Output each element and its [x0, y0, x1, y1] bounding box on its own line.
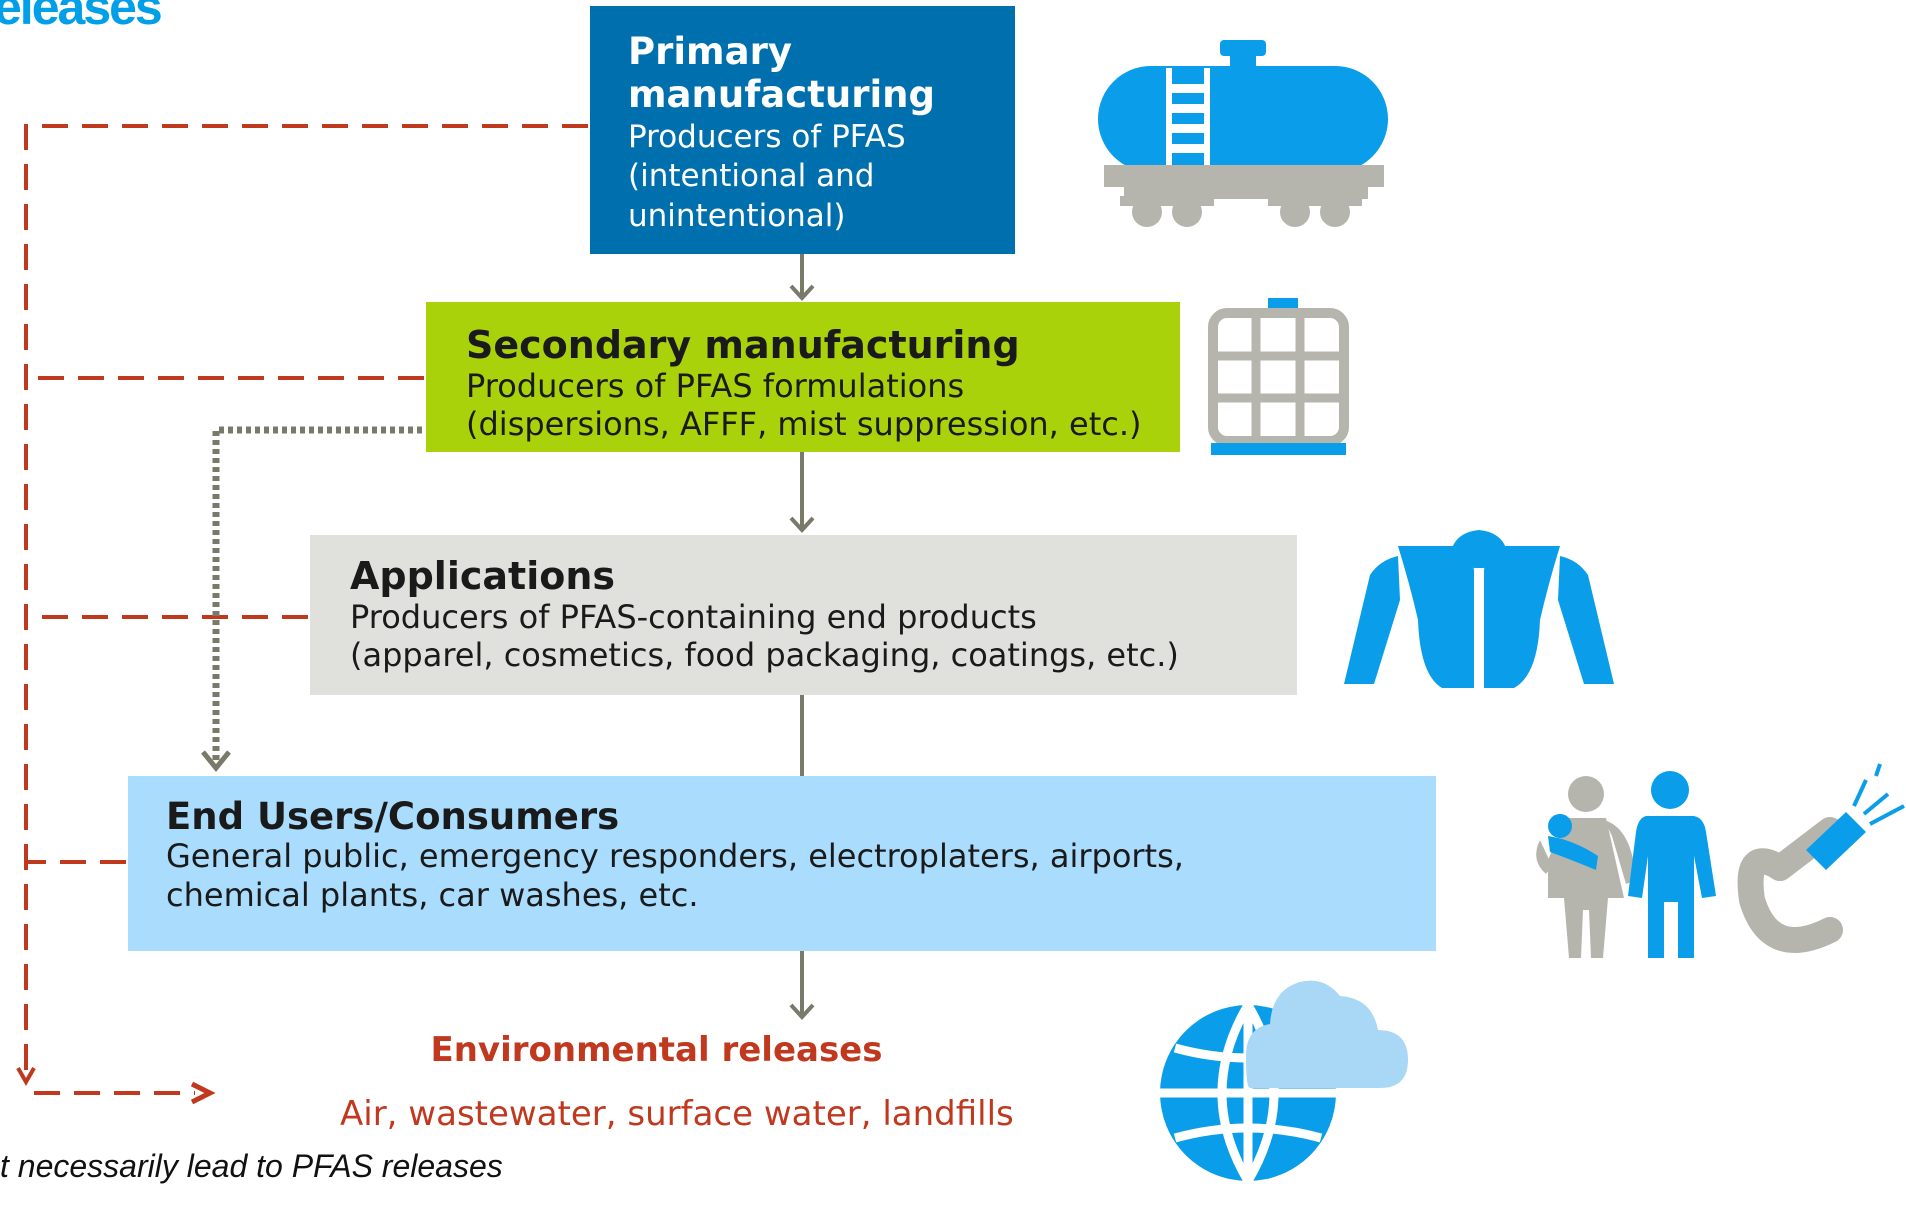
- applications-box: Applications Producers of PFAS-containin…: [310, 535, 1297, 695]
- environmental-releases-desc: Air, wastewater, surface water, landfill…: [340, 1094, 1014, 1134]
- flow-arrow-4: [789, 951, 815, 1020]
- secondary-manufacturing-box: Secondary manufacturing Producers of PFA…: [426, 302, 1180, 452]
- bypass-dotted-line: [212, 426, 422, 762]
- release-arrowhead-down: [16, 1067, 36, 1087]
- bypass-arrowhead: [201, 750, 231, 772]
- tank-car-icon: [1098, 40, 1388, 227]
- secondary-desc-line2: (dispersions, AFFF, mist suppression, et…: [466, 404, 1142, 443]
- end-users-desc-line1: General public, emergency responders, el…: [166, 837, 1184, 876]
- family-icon: [1536, 771, 1716, 958]
- environmental-releases-title: Environmental releases: [430, 1030, 883, 1070]
- applications-desc-line1: Producers of PFAS-containing end product…: [350, 597, 1037, 636]
- primary-title-line2: manufacturing: [628, 73, 935, 117]
- primary-desc-line3: unintentional): [628, 198, 846, 235]
- release-lines: [24, 124, 588, 1095]
- end-users-desc-line2: chemical plants, car washes, etc.: [166, 875, 699, 914]
- applications-title: Applications: [350, 554, 615, 598]
- globe-cloud-icon: [1160, 980, 1408, 1184]
- primary-desc-line1: Producers of PFAS: [628, 118, 906, 155]
- fire-hose-icon: [1737, 763, 1905, 953]
- primary-manufacturing-box: Primary manufacturing Producers of PFAS …: [590, 6, 1015, 254]
- applications-desc-line2: (apparel, cosmetics, food packaging, coa…: [350, 635, 1179, 674]
- jacket-icon: [1344, 530, 1614, 688]
- flow-arrow-1: [789, 254, 815, 301]
- secondary-title: Secondary manufacturing: [466, 323, 1020, 367]
- end-users-box: End Users/Consumers General public, emer…: [128, 776, 1436, 951]
- footnote: t necessarily lead to PFAS releases: [0, 1148, 503, 1184]
- release-arrowhead-right: [190, 1081, 216, 1105]
- flow-arrow-2: [789, 452, 815, 533]
- secondary-desc-line1: Producers of PFAS formulations: [466, 366, 965, 405]
- end-users-title: End Users/Consumers: [166, 795, 620, 838]
- primary-desc-line2: (intentional and: [628, 158, 875, 195]
- ibc-tote-icon: [1208, 298, 1349, 455]
- primary-title-line1: Primary: [628, 30, 792, 73]
- page-title: eleases: [0, 0, 163, 35]
- release-line-primary: [24, 124, 588, 1075]
